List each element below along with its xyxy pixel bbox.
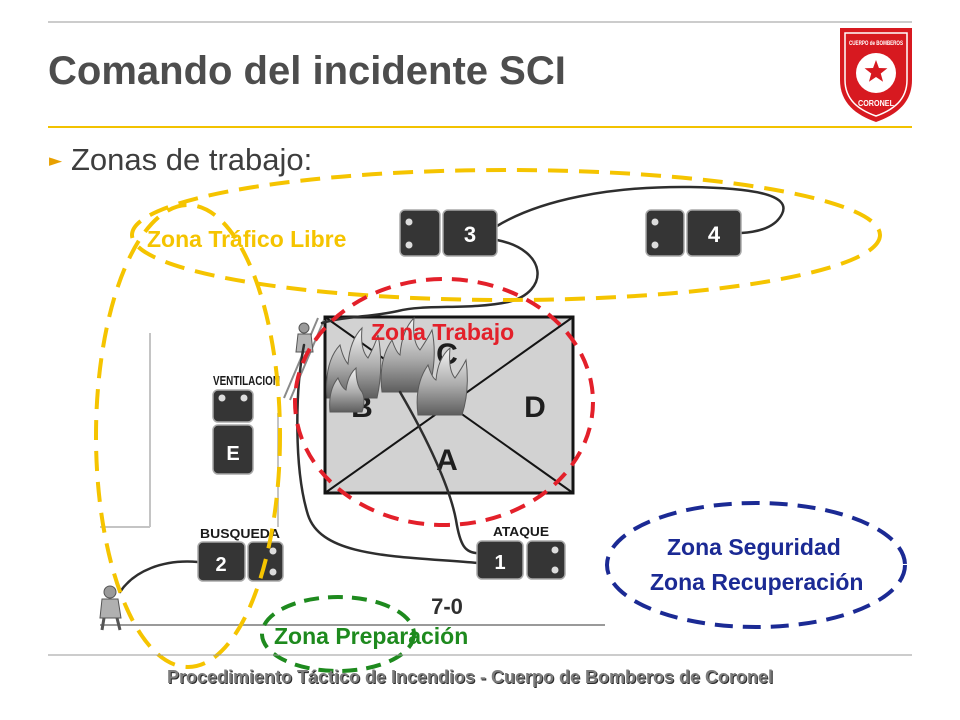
zone-recuperacion-label: Zona Recuperación	[650, 569, 863, 595]
hose-lines	[118, 185, 785, 594]
cab-light	[651, 241, 659, 249]
footer-text: Procedimiento Táctico de Incendios - Cue…	[167, 667, 773, 687]
unit-label: VENTILACION	[213, 373, 280, 388]
truck-number: E	[226, 443, 239, 465]
bomberos-logo: CUERPO de BOMBEROS CORONEL	[840, 28, 912, 122]
cab-light	[269, 547, 277, 555]
truck-body	[197, 541, 246, 582]
zone-trafico-libre-vertical	[94, 203, 282, 669]
firefighter-body	[295, 333, 314, 353]
cab-light	[651, 218, 659, 226]
flame	[329, 366, 365, 413]
zone-trabajo-label: Zona Trabajo	[371, 319, 514, 345]
truck-cab-icon	[399, 209, 441, 257]
cab-light	[405, 241, 413, 249]
flame	[380, 316, 435, 393]
hose-truck2-firefighter	[118, 560, 200, 594]
truck-4: 4	[645, 209, 742, 257]
hose-fire-truck1	[398, 390, 480, 555]
zone-preparacion-label: Zona Preparación	[274, 623, 468, 649]
zone-trafico-libre-horizontal	[130, 168, 882, 302]
unit-ventilacion: VENTILACION E	[212, 373, 280, 475]
truck-cab-icon	[212, 389, 254, 423]
bullet-text: Zonas de trabajo:	[71, 142, 312, 177]
truck-body	[442, 209, 498, 257]
zone-preparacion-boundary	[260, 595, 416, 673]
truck-number: 3	[464, 222, 476, 247]
firefighter-legs	[100, 617, 122, 631]
logo-top-text: CUERPO de BOMBEROS	[849, 41, 903, 47]
cab-light	[551, 546, 559, 554]
firefighter-head	[298, 322, 310, 334]
truck-3: 3	[399, 209, 498, 257]
logo-inner-border	[844, 32, 908, 117]
fire-icon	[326, 316, 468, 416]
star-icon	[864, 60, 888, 82]
truck-body	[212, 424, 254, 475]
firefighter-head	[103, 585, 117, 599]
logo-bottom-text: CORONEL	[858, 99, 894, 108]
flame	[416, 346, 468, 416]
truck-cab-icon	[645, 209, 685, 257]
hose-truck3-truck4	[495, 185, 785, 235]
unit-label: BUSQUEDA	[200, 526, 281, 541]
cab-light	[551, 566, 559, 574]
zone-seguridad-label: Zona Seguridad	[667, 534, 841, 560]
page-title: Comando del incidente SCI	[48, 49, 566, 93]
building-side-a: A	[436, 444, 458, 477]
unit-busqueda: BUSQUEDA 2	[197, 526, 284, 582]
hose-firefighter-truck1	[296, 343, 480, 565]
zone-trafico-libre-label: Zona Tráfico Libre	[147, 226, 346, 252]
truck-number: 1	[494, 552, 505, 574]
hose-truck3-building	[320, 238, 539, 325]
cab-light	[240, 394, 248, 402]
bullet-arrow-icon: ►	[49, 151, 63, 171]
street-label: 7-0	[431, 594, 463, 619]
building-side-d: D	[524, 391, 546, 424]
truck-body	[476, 540, 524, 580]
flame	[326, 326, 382, 399]
unit-ataque: ATAQUE 1	[476, 524, 566, 580]
cab-light	[218, 394, 226, 402]
truck-cab-icon	[526, 540, 566, 580]
zone-seguridad-boundary	[605, 501, 907, 629]
cab-light	[269, 568, 277, 576]
firefighter-body	[99, 598, 122, 619]
cab-light	[405, 218, 413, 226]
firefighter-icon	[99, 585, 122, 631]
truck-number: 4	[708, 222, 721, 247]
zone-trabajo-boundary	[293, 277, 595, 527]
truck-number: 2	[215, 554, 226, 576]
truck-body	[686, 209, 742, 257]
unit-label: ATAQUE	[493, 524, 549, 539]
